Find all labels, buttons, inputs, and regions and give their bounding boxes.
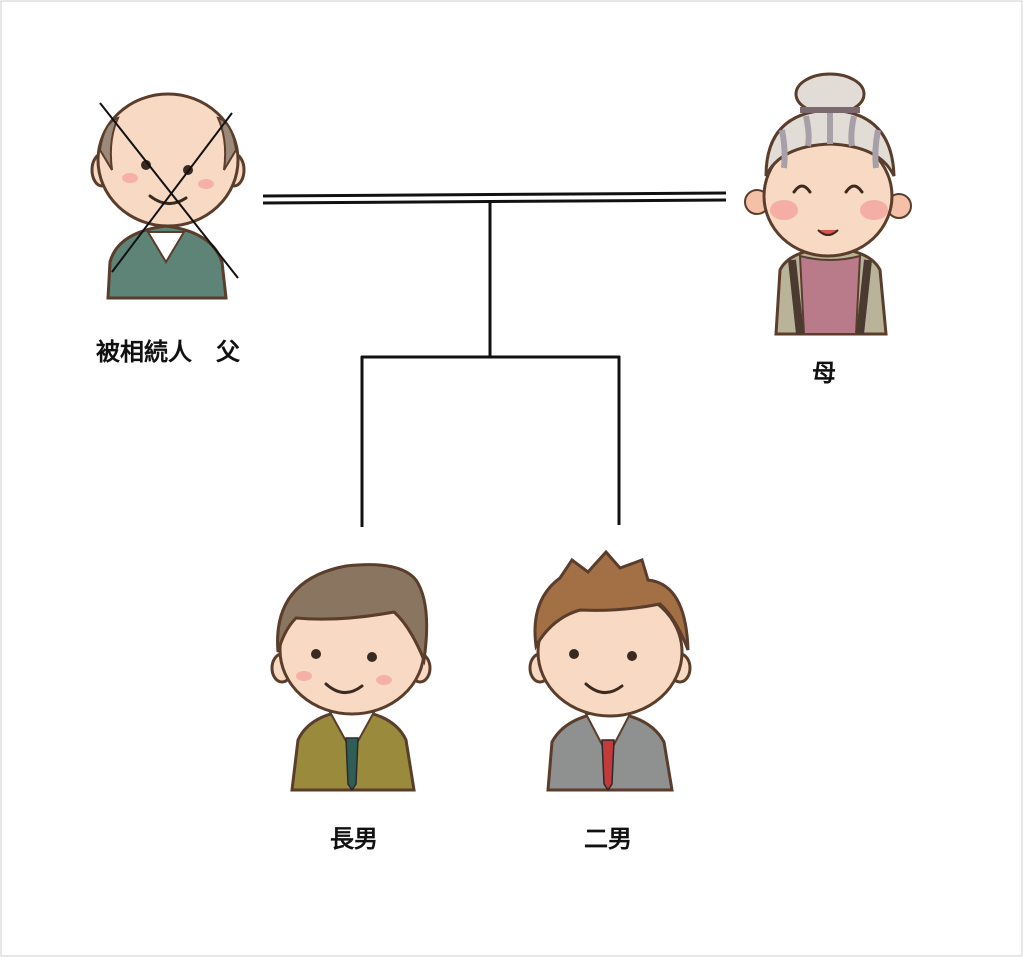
second-son-figure: [528, 549, 692, 792]
second-son-label: 二男: [584, 825, 632, 853]
child-connector: [360, 201, 621, 527]
eldest-son-figure: [270, 563, 432, 792]
eldest-son-label: 長男: [330, 825, 378, 853]
man-olive-suit-icon: [270, 563, 432, 792]
elderly-man-icon: [90, 92, 246, 300]
man-gray-suit-icon: [528, 549, 692, 792]
mother-label: 母: [812, 359, 836, 387]
mother-figure: [744, 72, 912, 336]
father-label: 被相続人 父: [96, 338, 240, 366]
deceased-cross-mark: [99, 102, 239, 279]
elderly-woman-icon: [744, 72, 912, 336]
father-figure: [90, 92, 246, 300]
marriage-line: [262, 191, 727, 205]
